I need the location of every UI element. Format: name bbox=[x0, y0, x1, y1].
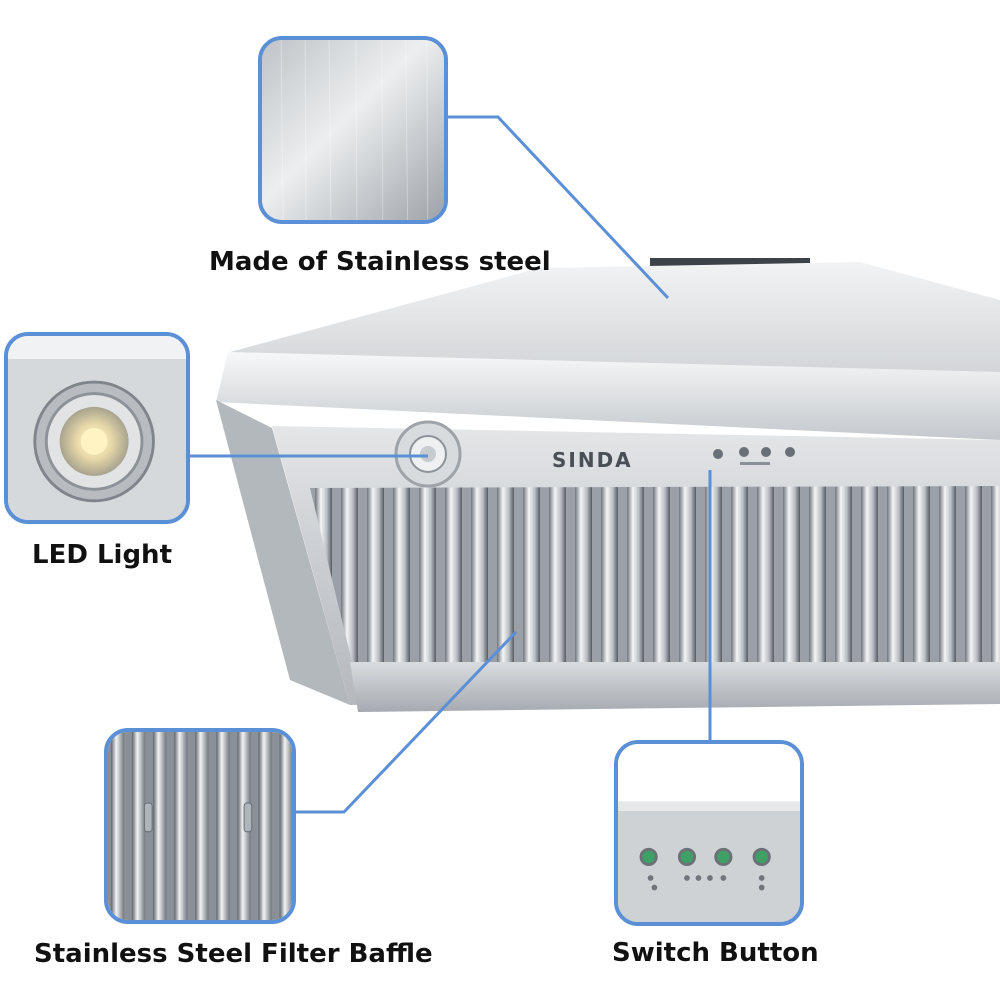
led-bulb-icon bbox=[8, 336, 186, 520]
steel-label: Made of Stainless steel bbox=[209, 247, 551, 277]
baffle-filters bbox=[310, 486, 1000, 662]
switch-callout bbox=[614, 740, 804, 926]
hood-control-buttons bbox=[713, 447, 795, 465]
hood-bottom-lip bbox=[350, 662, 1000, 712]
brand-logo: SINDA bbox=[552, 448, 633, 472]
baffle-label: Stainless Steel Filter Baffle bbox=[34, 939, 433, 969]
steel-callout bbox=[258, 36, 448, 224]
led-label: LED Light bbox=[32, 540, 172, 570]
baffle-filter-icon bbox=[108, 732, 292, 920]
baffle-callout bbox=[104, 728, 296, 924]
baffle-leader-line bbox=[296, 630, 518, 814]
steel-leader-line bbox=[446, 115, 670, 300]
switch-label: Switch Button bbox=[612, 938, 819, 968]
steel-texture-icon bbox=[262, 40, 444, 220]
led-callout bbox=[4, 332, 190, 524]
hood-front-rim bbox=[216, 352, 1000, 440]
control-buttons-icon bbox=[618, 744, 800, 922]
hood-side-panel bbox=[216, 400, 350, 705]
